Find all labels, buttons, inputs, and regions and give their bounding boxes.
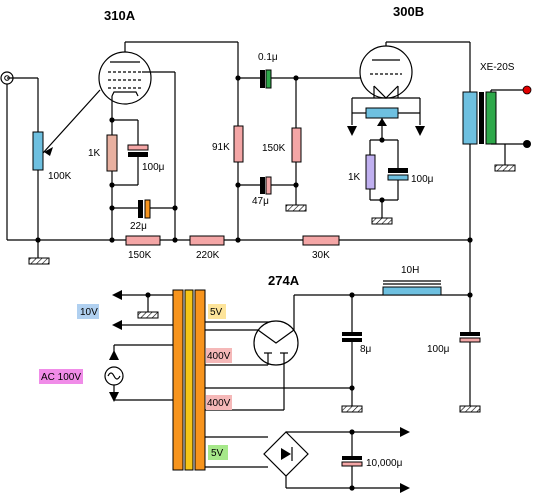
resistor-91k — [233, 125, 244, 163]
tag-400v-b — [206, 395, 232, 410]
tag-10v-text: 10V — [80, 307, 98, 318]
cap-10000u — [341, 461, 363, 467]
cap-100u-300b — [387, 174, 409, 181]
arrow-right-icon — [400, 483, 410, 493]
power-transformer — [172, 289, 206, 471]
choke-value: 10H — [401, 265, 419, 276]
resistor-1k-cathode — [106, 134, 118, 172]
pot-value: 100K — [48, 171, 72, 182]
tag-400v-b-text: 400V — [207, 398, 231, 409]
r220k-value: 220K — [196, 250, 220, 261]
tag-10v — [77, 304, 99, 319]
resistor-150k-grid — [291, 127, 302, 163]
rk2-value: 1K — [348, 172, 361, 183]
bridge-rectifier — [263, 431, 309, 477]
r-screen-value: 150K — [128, 250, 152, 261]
cap-100u-cathode — [127, 144, 149, 151]
resistor-30k — [302, 235, 340, 246]
cap-100u-ps — [459, 337, 481, 343]
speaker-terminal-minus — [523, 140, 531, 148]
junction-dots — [35, 75, 473, 243]
ground-icon — [341, 405, 363, 413]
volume-pot — [32, 131, 44, 171]
r30k-value: 30K — [312, 250, 330, 261]
cap-22u — [144, 199, 151, 219]
tag-400v-a-text: 400V — [207, 351, 231, 362]
arrow-right-icon — [400, 427, 410, 437]
ground-icon — [28, 257, 50, 265]
cap-8u-plate — [342, 332, 362, 336]
ground-icon — [285, 204, 307, 212]
heater-arrow-icon — [347, 126, 357, 136]
cap-0.1u — [265, 69, 272, 89]
tube-label-300b: 300B — [393, 4, 424, 19]
c100ps-value: 100μ — [427, 344, 450, 355]
tag-5v-b-text: 5V — [211, 448, 224, 459]
r91k-value: 91K — [212, 142, 230, 153]
cap-0.1u-plate — [260, 70, 265, 88]
transformer-label: XE-20S — [480, 62, 515, 73]
cap-8u — [342, 338, 362, 342]
tube-300b — [359, 45, 413, 99]
ck1-value: 100μ — [142, 162, 165, 173]
arrow-up-icon — [109, 350, 119, 360]
arrow-left-icon — [112, 290, 122, 300]
tube-310a — [98, 51, 152, 105]
output-transformer — [462, 91, 497, 145]
c8-value: 8μ — [360, 344, 372, 355]
cap-10000u-plate — [342, 456, 362, 460]
cap-100u-ps-plate — [460, 332, 480, 336]
heater-arrow-icon — [415, 126, 425, 136]
arrow-down-icon — [109, 392, 119, 402]
tag-5v-b — [208, 445, 228, 460]
tag-400v-a — [206, 348, 232, 363]
c-couple-value: 0.1μ — [258, 52, 278, 63]
c10000-value: 10,000μ — [366, 458, 403, 469]
tag-5v-a — [208, 304, 226, 319]
wiper-arrow-icon — [44, 147, 53, 156]
arrow-left-icon — [112, 320, 122, 330]
choke-10h — [382, 286, 442, 296]
ck2-value: 100μ — [411, 174, 434, 185]
wiper-arrow-icon — [377, 118, 387, 126]
cap-100u-300b-plate — [388, 168, 408, 173]
ground-icon — [137, 311, 159, 319]
cap-plate-icon — [128, 152, 148, 157]
cap-47u-plate — [260, 177, 265, 194]
cap-47u — [265, 176, 272, 195]
rk1-value: 1K — [88, 148, 101, 159]
resistor-150k-screen — [125, 235, 161, 246]
tube-label-274a: 274A — [268, 273, 300, 288]
tag-ac100v-text: AC 100V — [41, 372, 81, 383]
ground-icon — [459, 405, 481, 413]
r150k2-value: 150K — [262, 143, 286, 154]
tube-274a — [253, 320, 299, 366]
tube-label-310a: 310A — [104, 8, 136, 23]
hum-balance-pot — [365, 107, 399, 119]
ground-icon — [371, 217, 393, 225]
ground-icon — [494, 164, 516, 172]
speaker-terminal-plus — [522, 85, 532, 95]
cap-22u-plate — [138, 200, 143, 218]
resistor-220k — [189, 235, 225, 246]
c-screen-value: 22μ — [130, 221, 147, 232]
c47-value: 47μ — [252, 196, 269, 207]
tag-ac100v — [39, 369, 83, 384]
tag-5v-a-text: 5V — [210, 307, 223, 318]
resistor-1k-300b — [365, 154, 376, 190]
